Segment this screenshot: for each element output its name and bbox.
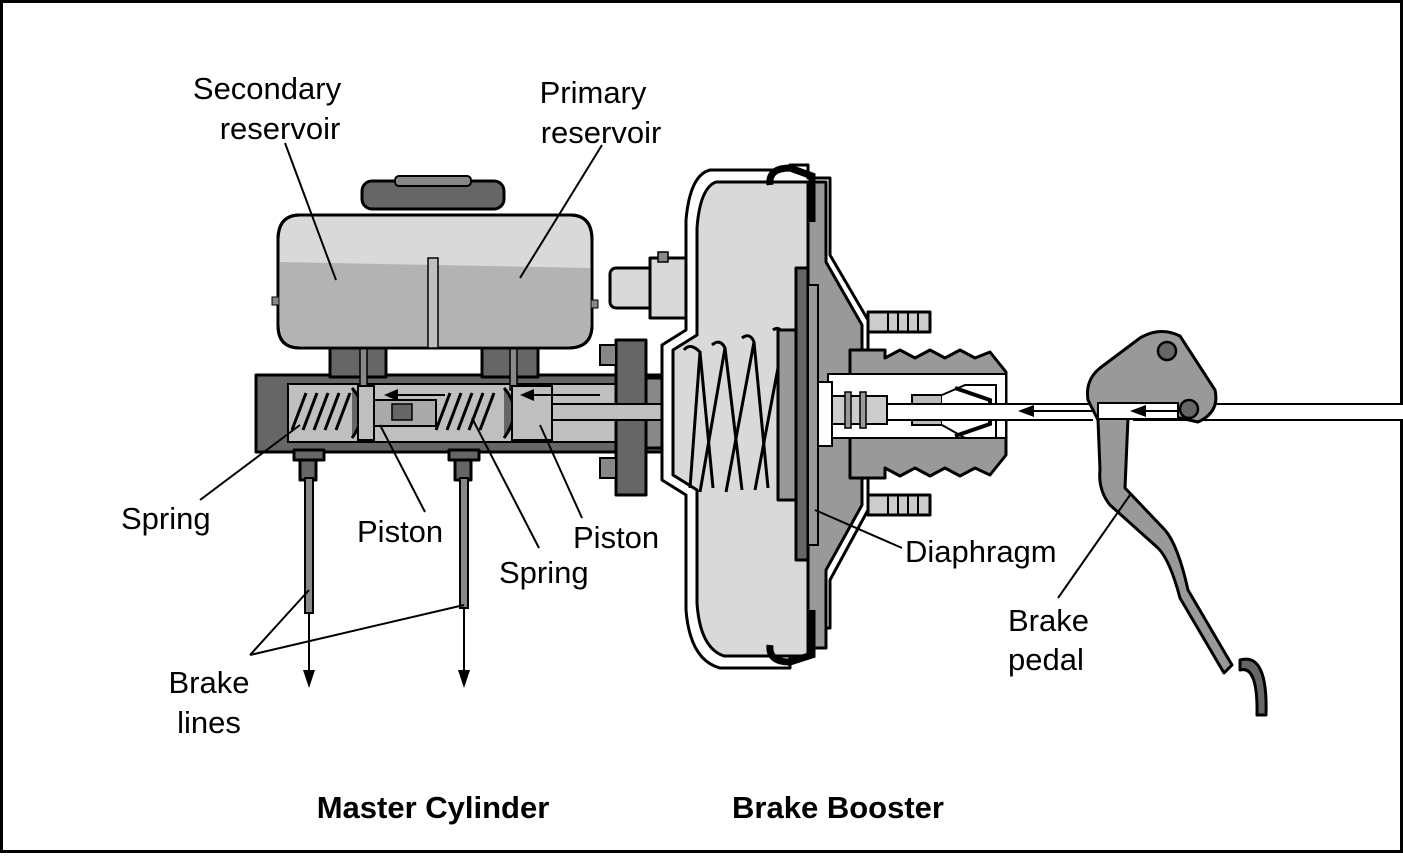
reservoir — [271, 175, 599, 350]
spring-left-coils — [290, 392, 352, 431]
caption-master-cylinder: Master Cylinder — [317, 790, 550, 825]
label-secondary-reservoir-2: reservoir — [220, 111, 341, 146]
label-brake-lines-2: lines — [177, 705, 241, 740]
brake-booster — [608, 163, 1403, 670]
label-primary-reservoir-1: Primary — [540, 75, 647, 110]
reservoir-ports — [328, 329, 540, 391]
callout-labels: Secondary reservoir Primary reservoir Sp… — [121, 71, 1089, 740]
leader-lines — [199, 142, 1131, 656]
label-piston-left: Piston — [357, 514, 443, 549]
check-valve — [608, 251, 692, 320]
diaphragm-plate — [794, 266, 810, 562]
brake-pedal-arm — [1018, 330, 1268, 717]
spring-middle-coils — [434, 392, 496, 431]
caption-brake-booster: Brake Booster — [732, 790, 944, 825]
captions: Master Cylinder Brake Booster — [317, 790, 944, 825]
label-brake-pedal-2: pedal — [1008, 642, 1084, 677]
label-diaphragm: Diaphragm — [905, 534, 1057, 569]
label-spring-left: Spring — [121, 501, 211, 536]
secondary-piston — [357, 385, 375, 441]
label-piston-right: Piston — [573, 520, 659, 555]
booster-spring — [682, 327, 786, 493]
label-brake-lines-1: Brake — [169, 665, 250, 700]
label-brake-pedal-1: Brake — [1008, 603, 1089, 638]
label-secondary-reservoir-1: Secondary — [193, 71, 342, 106]
label-primary-reservoir-2: reservoir — [541, 115, 662, 150]
label-spring-middle: Spring — [499, 555, 589, 590]
